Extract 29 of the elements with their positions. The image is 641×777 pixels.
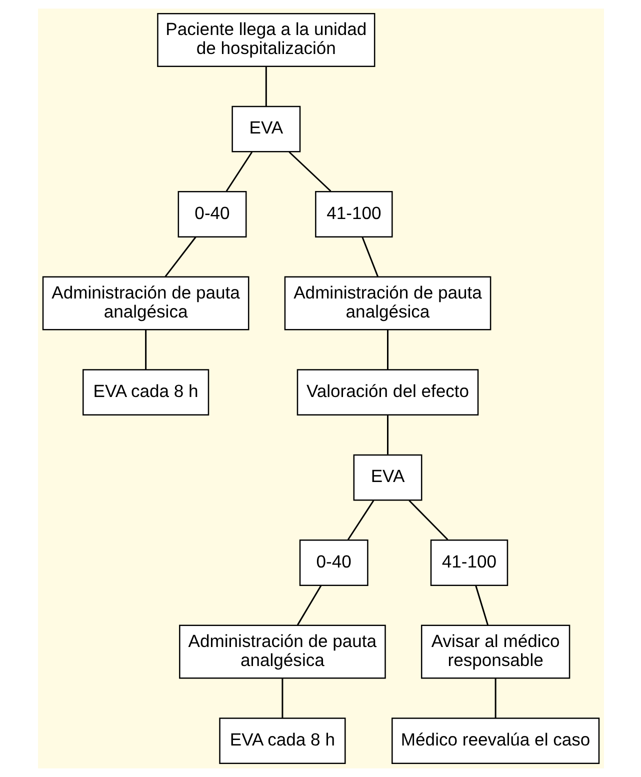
connector xyxy=(225,152,252,192)
node-box: 41-100 xyxy=(314,191,392,238)
node-box: Paciente llega a la unidad de hospitalización xyxy=(156,13,375,67)
connector xyxy=(494,678,496,718)
node-box: 41-100 xyxy=(430,540,508,586)
connector xyxy=(288,151,331,192)
node-box: 0-40 xyxy=(298,540,368,586)
node-box: Administración de pauta analgésica xyxy=(178,624,386,679)
connector xyxy=(474,585,488,626)
connector xyxy=(164,236,196,278)
node-box: Valoración del efecto xyxy=(296,369,478,416)
node-box: Médico reevalúa el caso xyxy=(391,718,600,764)
node-box: Avisar al médico responsable xyxy=(420,624,570,679)
connector xyxy=(408,500,448,540)
connector xyxy=(264,66,266,106)
node-box: Administración de pauta analgésica xyxy=(42,276,249,330)
connector xyxy=(144,330,146,370)
node-box: EVA cada 8 h xyxy=(82,369,209,416)
connector xyxy=(281,678,283,718)
node-box: 0-40 xyxy=(177,191,246,238)
connector xyxy=(346,500,374,540)
connector xyxy=(386,415,388,454)
connector xyxy=(296,585,322,626)
node-box: EVA cada 8 h xyxy=(218,718,346,764)
node-box: Administración de pauta analgésica xyxy=(284,276,491,330)
connector xyxy=(386,330,388,370)
connector xyxy=(361,236,378,277)
node-box: EVA xyxy=(231,106,300,152)
node-box: EVA xyxy=(352,454,422,501)
